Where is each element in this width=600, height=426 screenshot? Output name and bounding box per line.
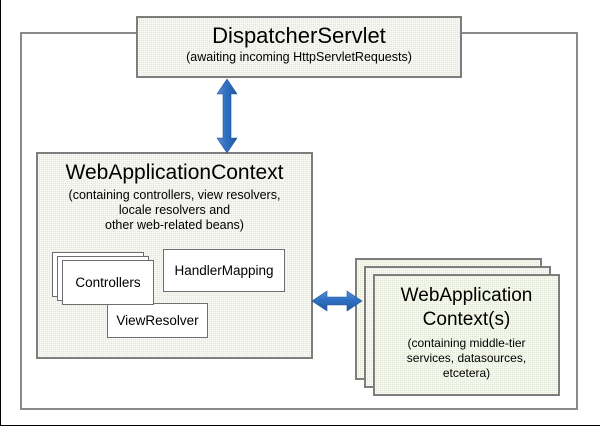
backend-subtitle-line-3: etcetera) (442, 366, 491, 380)
web-application-context-title: WebApplicationContext (65, 161, 284, 184)
backend-context-subtitle: (containing middle-tier services, dataso… (375, 336, 558, 381)
backend-subtitle-line-2: services, datasources, (406, 351, 527, 365)
web-application-context-subtitle: (containing controllers, view resolvers,… (38, 188, 311, 233)
handler-mapping-label: HandlerMapping (174, 263, 274, 278)
controllers-label: Controllers (75, 275, 141, 290)
handler-mapping-box: HandlerMapping (163, 249, 285, 292)
context-to-backend-arrow-icon (311, 290, 363, 312)
backend-context-title-line-1: WebApplication (400, 285, 533, 306)
wac-subtitle-line-1: (containing controllers, view resolvers, (68, 188, 281, 202)
wac-subtitle-line-2: locale resolvers and (118, 203, 231, 217)
backend-context-title-line-2: Context(s) (422, 309, 511, 330)
dispatcher-to-context-arrow-icon (216, 78, 238, 154)
dispatcher-servlet-title: DispatcherServlet (212, 23, 386, 48)
controllers-box: Controllers (62, 260, 154, 305)
backend-context-box: WebApplication Context(s) (containing mi… (373, 274, 560, 396)
view-resolver-label: ViewResolver (116, 313, 199, 328)
dispatcher-servlet-box: DispatcherServlet (awaiting incoming Htt… (136, 16, 462, 78)
dispatcher-servlet-subtitle: (awaiting incoming HttpServletRequests) (186, 50, 412, 64)
view-resolver-box: ViewResolver (107, 303, 208, 338)
backend-subtitle-line-1: (containing middle-tier (407, 336, 526, 350)
wac-subtitle-line-3: other web-related beans) (105, 218, 244, 232)
